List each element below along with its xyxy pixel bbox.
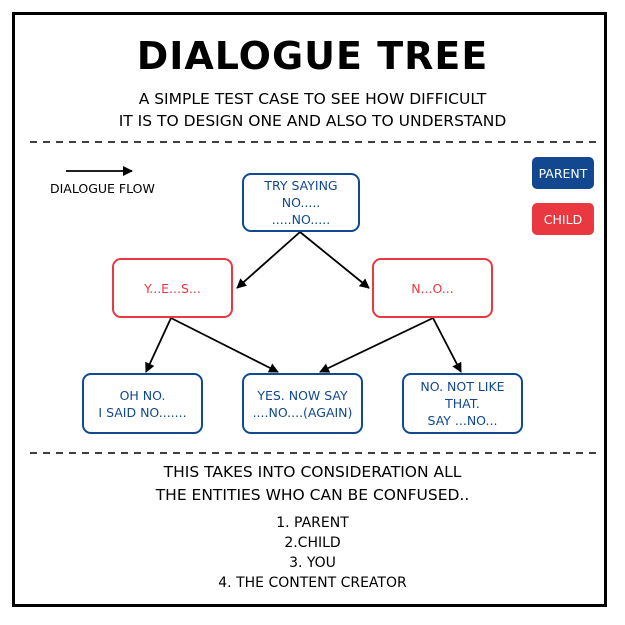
list-item-2: 2.CHILD [284,535,341,551]
page-title: DIALOGUE TREE [136,34,489,78]
node-leaf-right-line-2: SAY ...NO... [427,413,498,428]
node-child-no: N...O... [372,258,493,318]
node-leaf-left-line-2: I SAID NO....... [98,404,187,420]
edge-root-to-no [299,231,370,289]
edge-no-to-leaf-right [432,317,462,373]
edge-yes-to-leaf-middle [170,317,279,373]
node-child-yes: Y...E...S... [112,258,233,318]
list-item-1: 1. PARENT [276,515,349,531]
node-leaf-right-line-1: NO. NOT LIKE THAT. [420,379,505,411]
node-root: TRY SAYING NO..... .....NO..... [242,173,360,232]
edge-yes-to-leaf-left [145,317,172,373]
edge-no-to-leaf-middle [319,317,434,373]
node-root-line-2: .....NO..... [271,212,331,227]
node-root-line-1: TRY SAYING NO..... [264,178,338,210]
footer-line-1: THIS TAKES INTO CONSIDERATION ALL [163,463,462,481]
list-item-3: 3. YOU [289,555,336,571]
subtitle-line-2: IT IS TO DESIGN ONE AND ALSO TO UNDERSTA… [118,112,507,130]
node-leaf-left-line-1: OH NO. [119,387,166,403]
dialogue-flow-label: DIALOGUE FLOW [50,181,155,196]
edge-root-to-yes [236,231,301,289]
subtitle-line-1: A SIMPLE TEST CASE TO SEE HOW DIFFICULT [138,90,487,108]
list-item-4: 4. THE CONTENT CREATOR [218,575,407,591]
footer-line-2: THE ENTITIES WHO CAN BE CONFUSED.. [155,486,470,504]
node-leaf-right: NO. NOT LIKE THAT. SAY ...NO... [402,373,523,434]
outer-frame [12,12,607,607]
node-child-yes-line-1: Y...E...S... [144,280,201,296]
node-leaf-middle-line-2: ....NO....(AGAIN) [252,404,353,420]
node-leaf-middle: YES. NOW SAY ....NO....(AGAIN) [242,373,363,434]
node-leaf-left: OH NO. I SAID NO....... [82,373,203,434]
node-child-no-line-1: N...O... [411,280,454,296]
legend-child: CHILD [532,203,594,235]
node-leaf-middle-line-1: YES. NOW SAY [257,387,348,403]
legend-parent: PARENT [532,157,594,189]
